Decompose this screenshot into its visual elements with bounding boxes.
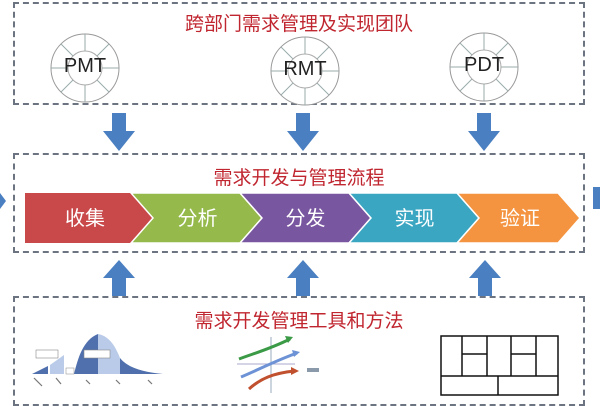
team-label: PDT (464, 54, 504, 76)
team-pmt: PMT (50, 33, 120, 103)
team-wheel-icon (270, 36, 340, 106)
team-label: RMT (283, 58, 327, 80)
chevron-implement (348, 193, 480, 243)
team-label: PMT (63, 55, 107, 77)
chevron-verify (456, 193, 580, 243)
tools-section-title: 需求开发管理工具和方法 (194, 310, 404, 332)
up-arrow-icon (103, 260, 135, 296)
trend-arrows-chart (237, 336, 319, 393)
step-implement: 实现 (394, 206, 435, 230)
team-rmt: RMT (270, 36, 340, 106)
chevron-distribute (239, 193, 372, 243)
process-chevrons (25, 193, 580, 243)
down-arrow-icon (103, 113, 135, 151)
chevron-collect (25, 193, 153, 243)
process-section: 需求开发与管理流程 (13, 153, 585, 253)
step-distribute: 分发 (285, 206, 326, 230)
process-section-title: 需求开发与管理流程 (213, 167, 385, 189)
down-arrow-icon (468, 113, 500, 151)
down-arrow-icon (287, 113, 319, 151)
right-side-arrow-icon (593, 187, 600, 209)
chevron-analyze (130, 193, 263, 243)
up-arrow-icon (287, 260, 319, 296)
step-collect: 收集 (65, 206, 105, 230)
team-pdt: PDT (449, 32, 519, 102)
grid-layout-diagram (440, 335, 559, 396)
up-arrow-icon (469, 260, 501, 296)
left-side-arrow-icon (0, 193, 6, 209)
teams-section-title: 跨部门需求管理及实现团队 (184, 13, 413, 35)
team-wheel-icon (449, 32, 519, 102)
step-verify: 验证 (500, 206, 540, 230)
team-wheel-icon (50, 33, 120, 103)
distribution-curve-chart (32, 334, 163, 387)
step-analyze: 分析 (177, 206, 218, 230)
